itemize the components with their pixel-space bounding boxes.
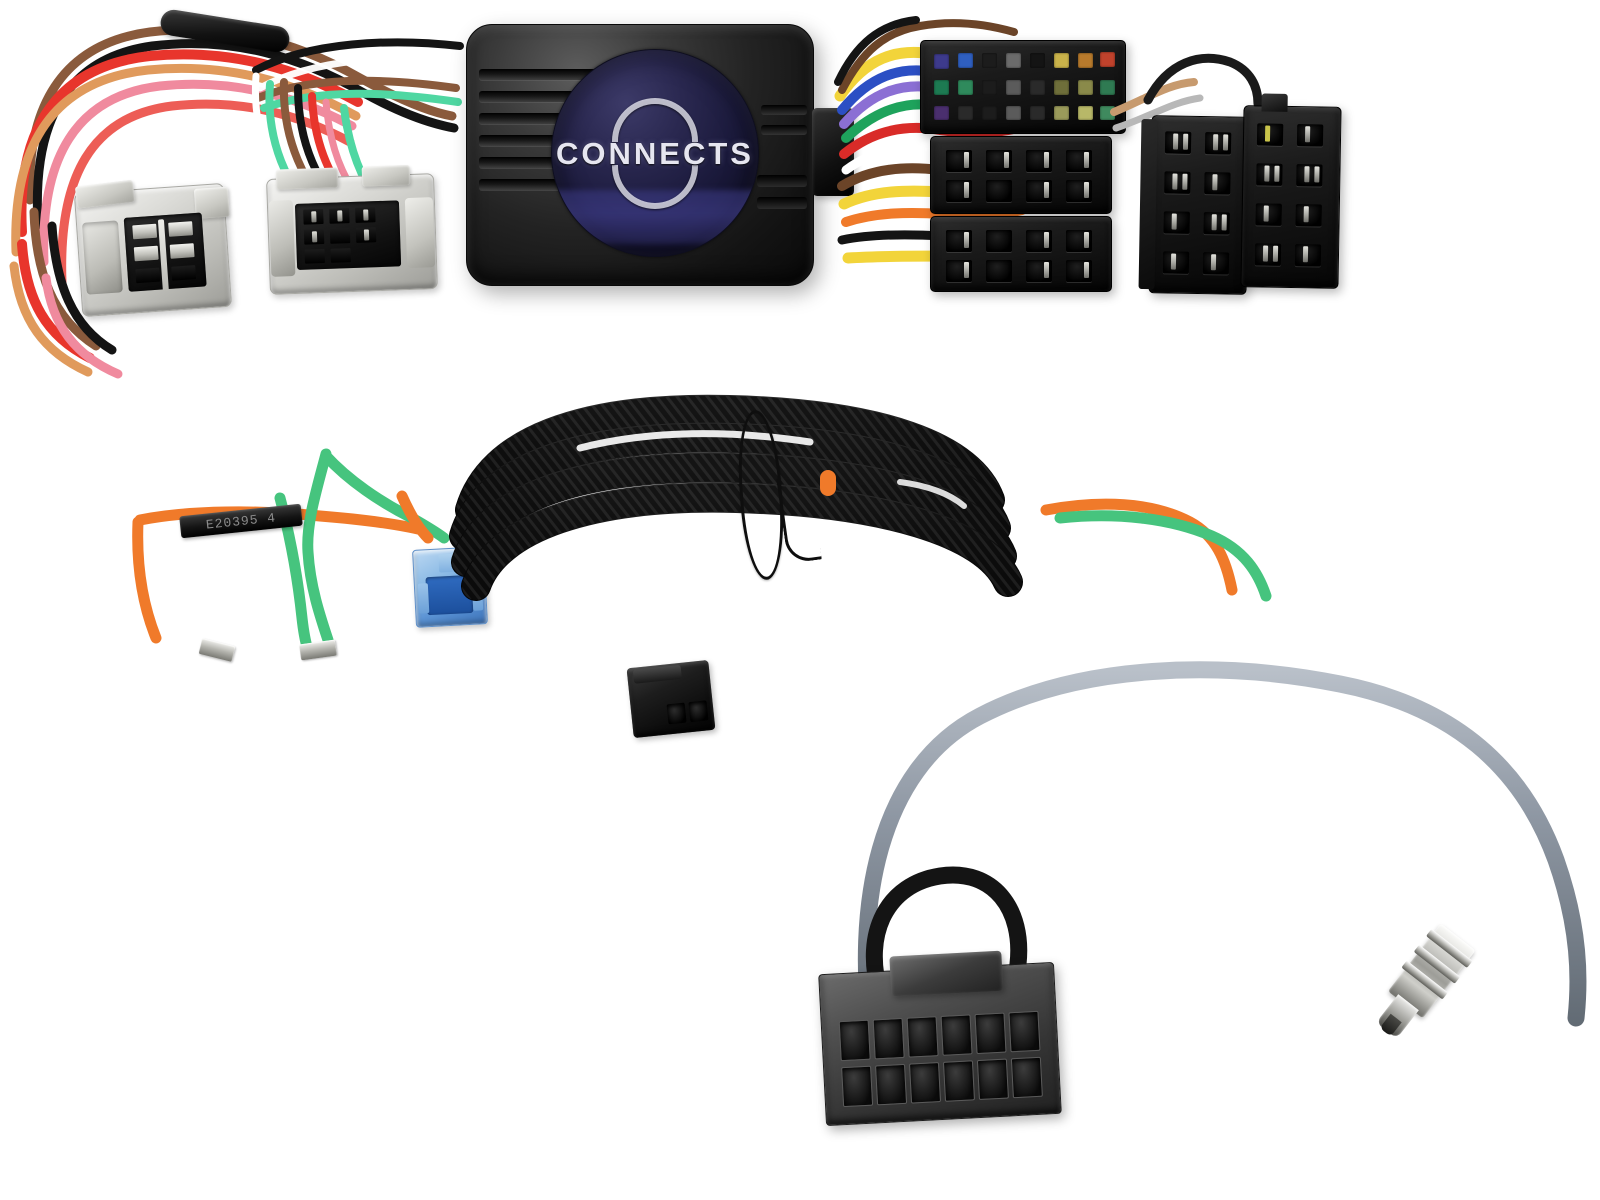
fibre-stub-orange [820,470,836,496]
logo-arc-top-icon [612,97,698,142]
vehicle-connector-b [266,164,438,295]
registered-trademark-icon: ® [758,108,759,120]
interface-module: CONNECTS ® [466,24,814,286]
module-right-rib [761,105,807,115]
harness-left-wire-bundle [9,25,459,379]
iso-speaker-socket [1240,93,1342,289]
iso-quadlock-connector [920,40,1126,292]
fibre-left-tails [132,448,450,656]
fibre-right-tails [1040,498,1272,602]
iso-socket-key-tab [1261,93,1288,112]
swc-interface-harness-group: CONNECTS ® [0,0,1600,420]
iso-power-socket [1138,115,1250,295]
braided-sleeve-coil [449,394,1023,601]
iso-quadlock-mid-block [930,136,1112,214]
fibre-optic-bypass-lead-group: E20395 4 [0,380,1400,662]
brand-wordmark: CONNECTS [556,135,754,171]
antenna-block-connector [818,950,1062,1127]
antenna-cable [857,661,1587,1047]
iso-socket-link-wires [1110,53,1263,132]
connects2-logo-badge: CONNECTS ® [551,49,759,257]
logo-arc-bottom-icon [612,164,698,209]
vehicle-connector-a [73,179,233,318]
antenna-adapter-lead-group [600,650,1600,1200]
loose-2pin-connector [626,659,716,739]
antenna-connector-latch [889,950,1004,997]
